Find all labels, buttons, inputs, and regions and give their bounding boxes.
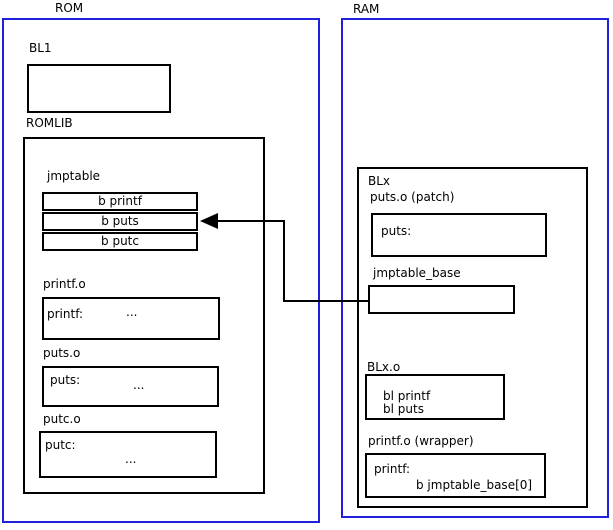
blx-o-label: BLx.o <box>367 360 401 374</box>
putc-o-symbol: putc: <box>45 438 76 452</box>
blx-o-box: bl printf bl puts <box>365 374 505 420</box>
jmptable-base-label: jmptable_base <box>373 266 461 280</box>
putc-o-label: putc.o <box>43 412 81 426</box>
bl1-label: BL1 <box>29 41 52 55</box>
puts-o-symbol: puts: <box>50 373 81 387</box>
printf-wrapper-branch: b jmptable_base[0] <box>416 478 533 492</box>
romlib-label: ROMLIB <box>26 116 73 130</box>
printf-wrapper-box: printf: b jmptable_base[0] <box>365 453 546 498</box>
blx-o-line-printf: bl printf <box>383 389 431 403</box>
puts-patch-label: puts.o (patch) <box>370 190 455 204</box>
puts-patch-symbol: puts: <box>381 224 412 238</box>
jmptable-row: b printf <box>42 192 198 211</box>
blx-o-line-puts: bl puts <box>383 402 424 416</box>
putc-o-dots: ... <box>125 452 137 466</box>
puts-o-label: puts.o <box>43 346 81 360</box>
ram-section-title: RAM <box>353 2 380 16</box>
printf-o-box: printf: ... <box>42 297 220 340</box>
bl1-box <box>27 64 171 113</box>
rom-section-title: ROM <box>55 1 84 15</box>
jmptable-label: jmptable <box>47 169 101 183</box>
jmptable-base-box <box>368 285 515 314</box>
jmptable-row: b puts <box>42 212 198 231</box>
printf-o-label: printf.o <box>43 277 86 291</box>
jmptable-row: b putc <box>42 232 198 251</box>
putc-o-box: putc: ... <box>39 431 217 478</box>
printf-o-dots: ... <box>126 305 138 319</box>
puts-patch-box: puts: <box>371 213 547 257</box>
printf-wrapper-symbol: printf: <box>374 462 411 476</box>
printf-o-symbol: printf: <box>47 307 84 321</box>
puts-o-dots: ... <box>133 378 145 392</box>
blx-label: BLx <box>368 174 391 188</box>
printf-wrapper-label: printf.o (wrapper) <box>368 434 474 448</box>
puts-o-box: puts: ... <box>42 366 219 407</box>
